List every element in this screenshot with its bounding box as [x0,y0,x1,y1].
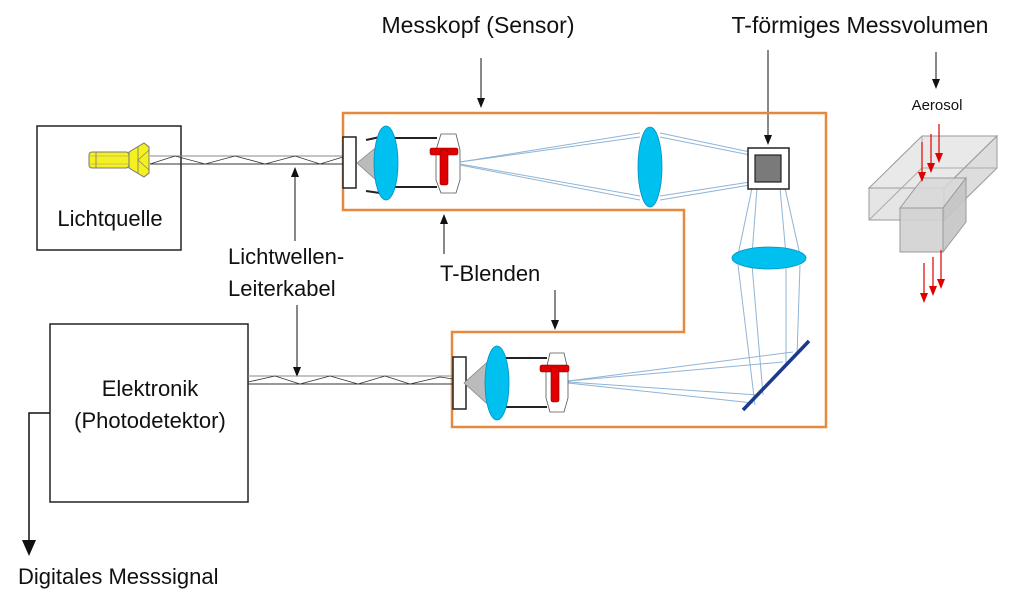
receiver-assembly-bottom [452,345,570,421]
sensor-head-outline [341,111,828,429]
digital-signal-label: Digitales Messsignal [18,564,219,589]
aerosol-flow-arrows [918,124,945,303]
fiber-cable-label-1: Lichtwellen- [228,244,344,269]
measurement-volume-icon [747,147,790,190]
lens-icon [373,125,399,201]
lamp-icon [88,142,150,178]
electronics-label-2: (Photodetektor) [74,408,226,433]
digital-signal-arrow [22,412,50,556]
sensor-head-label: Messkopf (Sensor) [381,12,574,38]
focusing-lens [731,246,807,270]
mirror [741,339,811,412]
t-volume-label: T-förmiges Messvolumen [732,12,989,38]
lens-icon [484,345,510,421]
fiber-cable-bottom [247,375,454,385]
beam-path [459,132,801,406]
aerosol-label: Aerosol [912,97,963,114]
aerosol-volume-3d [867,134,999,254]
light-source-label: Lichtquelle [57,206,162,231]
electronics-box [49,323,249,503]
fiber-cable-label-2: Leiterkabel [228,276,336,301]
fiber-cable-top [149,155,344,165]
light-source-box [36,125,182,251]
electronics-label-1: Elektronik [102,376,200,401]
collimating-lens [637,126,663,208]
emitter-assembly-top [342,125,461,201]
t-apertures-label: T-Blenden [440,261,540,286]
